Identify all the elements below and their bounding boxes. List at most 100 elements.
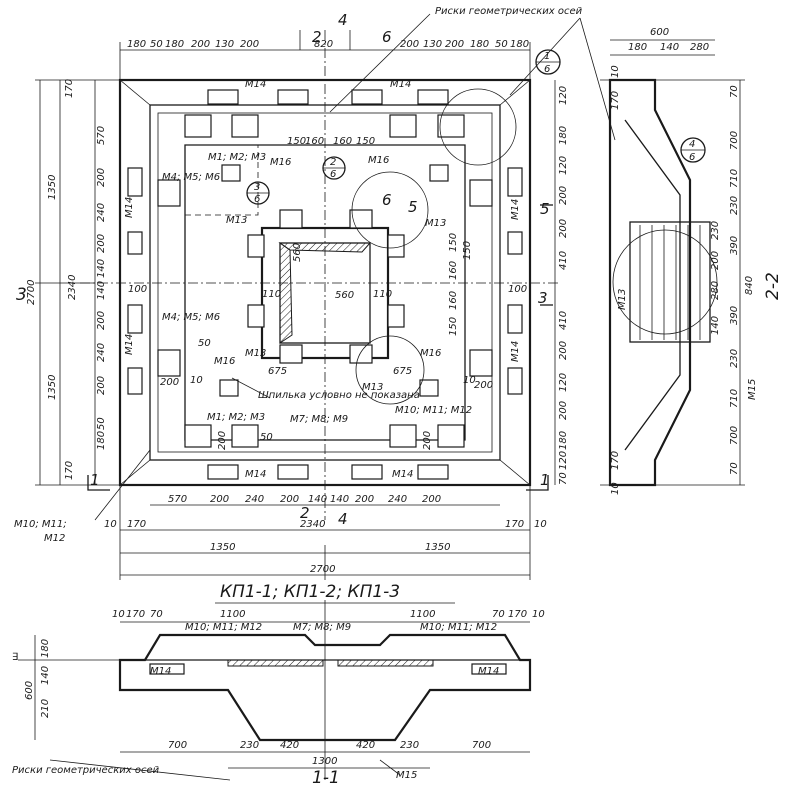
svg-text:6: 6 bbox=[689, 152, 695, 163]
svg-text:180: 180 bbox=[165, 39, 184, 50]
svg-text:200: 200 bbox=[280, 494, 299, 505]
svg-text:М16: М16 bbox=[368, 155, 389, 166]
svg-text:410: 410 bbox=[558, 311, 569, 330]
step-two-outline bbox=[184, 144, 466, 441]
svg-text:М16: М16 bbox=[270, 157, 291, 168]
svg-text:140: 140 bbox=[660, 42, 679, 53]
svg-text:10: 10 bbox=[112, 609, 125, 620]
svg-text:М15: М15 bbox=[747, 379, 758, 400]
block-m14-left-c bbox=[127, 304, 143, 334]
svg-text:180: 180 bbox=[127, 39, 146, 50]
svg-text:280: 280 bbox=[710, 281, 721, 300]
svg-text:М14: М14 bbox=[510, 199, 521, 220]
svg-text:200: 200 bbox=[210, 494, 229, 505]
svg-text:М10; М11;: М10; М11; bbox=[14, 519, 67, 530]
svg-text:180: 180 bbox=[470, 39, 489, 50]
svg-text:170: 170 bbox=[127, 519, 146, 530]
svg-text:200: 200 bbox=[422, 494, 441, 505]
svg-text:М13: М13 bbox=[362, 382, 383, 393]
svg-text:230: 230 bbox=[710, 221, 721, 240]
svg-text:200: 200 bbox=[422, 431, 433, 450]
svg-text:675: 675 bbox=[393, 366, 412, 377]
svg-text:120: 120 bbox=[558, 451, 569, 470]
svg-text:160: 160 bbox=[448, 261, 459, 280]
svg-text:170: 170 bbox=[610, 451, 621, 470]
svg-text:100: 100 bbox=[508, 284, 527, 295]
svg-text:200: 200 bbox=[400, 39, 419, 50]
svg-text:1350: 1350 bbox=[47, 375, 58, 400]
svg-text:1100: 1100 bbox=[410, 609, 435, 620]
svg-text:200: 200 bbox=[160, 377, 179, 388]
svg-text:10: 10 bbox=[610, 482, 621, 495]
svg-text:200: 200 bbox=[96, 311, 107, 330]
svg-text:50: 50 bbox=[495, 39, 508, 50]
svg-text:840: 840 bbox=[744, 276, 755, 295]
svg-text:М12: М12 bbox=[44, 533, 65, 544]
svg-text:200: 200 bbox=[96, 168, 107, 187]
svg-text:170: 170 bbox=[126, 609, 145, 620]
svg-text:6: 6 bbox=[382, 191, 392, 209]
block-m14-top-left-b bbox=[277, 89, 309, 105]
svg-text:М13: М13 bbox=[425, 218, 446, 229]
svg-text:6: 6 bbox=[330, 169, 336, 180]
svg-text:М14: М14 bbox=[510, 341, 521, 362]
svg-text:200: 200 bbox=[710, 251, 721, 270]
svg-text:180: 180 bbox=[558, 431, 569, 450]
svg-text:100: 100 bbox=[128, 284, 147, 295]
block-m14-bot-left-a bbox=[207, 464, 239, 480]
svg-text:70: 70 bbox=[729, 462, 740, 475]
svg-text:70: 70 bbox=[729, 85, 740, 98]
axes-marks-label-bottom: Риски геометрических осей bbox=[12, 765, 160, 776]
svg-text:210: 210 bbox=[40, 699, 51, 718]
svg-text:140: 140 bbox=[40, 666, 51, 685]
block-m14-top-right-a bbox=[351, 89, 383, 105]
svg-text:М14: М14 bbox=[478, 666, 499, 677]
svg-text:М4; М5; М6: М4; М5; М6 bbox=[162, 312, 220, 323]
svg-text:200: 200 bbox=[355, 494, 374, 505]
svg-text:230: 230 bbox=[729, 349, 740, 368]
block-m14-right-d bbox=[507, 367, 523, 395]
svg-text:240: 240 bbox=[96, 203, 107, 222]
svg-text:160: 160 bbox=[448, 291, 459, 310]
svg-text:5: 5 bbox=[540, 200, 550, 218]
svg-text:М16: М16 bbox=[214, 356, 235, 367]
svg-text:4: 4 bbox=[689, 139, 695, 150]
svg-text:170: 170 bbox=[505, 519, 524, 530]
svg-text:140: 140 bbox=[96, 281, 107, 300]
svg-text:280: 280 bbox=[690, 42, 709, 53]
svg-text:410: 410 bbox=[558, 251, 569, 270]
svg-text:130: 130 bbox=[215, 39, 234, 50]
svg-text:200: 200 bbox=[558, 186, 569, 205]
svg-text:390: 390 bbox=[729, 236, 740, 255]
block-m14-right-b bbox=[507, 231, 523, 255]
svg-text:50: 50 bbox=[198, 338, 211, 349]
svg-text:10: 10 bbox=[532, 609, 545, 620]
block-m14-left-a bbox=[127, 167, 143, 197]
svg-text:110: 110 bbox=[262, 289, 281, 300]
svg-text:М4; М5; М6: М4; М5; М6 bbox=[162, 172, 220, 183]
callout-circle-top-right bbox=[439, 88, 517, 166]
svg-text:М1; М2; М3: М1; М2; М3 bbox=[207, 412, 265, 423]
svg-text:М7; М8; М9: М7; М8; М9 bbox=[293, 622, 351, 633]
svg-text:50: 50 bbox=[260, 432, 273, 443]
svg-text:200: 200 bbox=[558, 341, 569, 360]
svg-text:1350: 1350 bbox=[47, 175, 58, 200]
callout-circle-center bbox=[351, 171, 429, 249]
svg-text:560: 560 bbox=[292, 243, 303, 262]
svg-text:∃: ∃ bbox=[12, 652, 18, 663]
sections-caption: КП1-1; КП1-2; КП1-3 bbox=[220, 582, 400, 602]
svg-text:180: 180 bbox=[558, 126, 569, 145]
svg-text:М14: М14 bbox=[245, 79, 266, 90]
svg-text:М14: М14 bbox=[392, 469, 413, 480]
svg-text:700: 700 bbox=[168, 740, 187, 751]
svg-text:200: 200 bbox=[191, 39, 210, 50]
svg-text:10: 10 bbox=[463, 375, 476, 386]
svg-text:700: 700 bbox=[729, 131, 740, 150]
plan-view bbox=[35, 13, 706, 604]
svg-text:150: 150 bbox=[462, 241, 473, 260]
svg-text:М14: М14 bbox=[150, 666, 171, 677]
svg-text:390: 390 bbox=[729, 306, 740, 325]
svg-text:М13: М13 bbox=[226, 215, 247, 226]
svg-text:170: 170 bbox=[610, 91, 621, 110]
